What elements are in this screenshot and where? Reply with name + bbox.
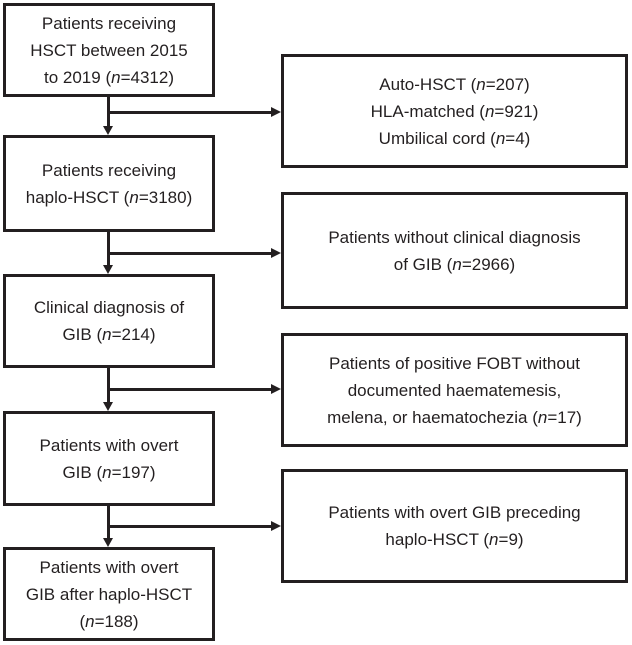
text-segment: Patients receiving	[41, 160, 177, 180]
text-segment: haplo-HSCT (	[25, 187, 130, 207]
text-segment: (	[79, 611, 86, 631]
box-text-line: GIB (n=214)	[62, 321, 155, 348]
n-italic: n	[129, 187, 139, 207]
text-segment: to 2019 (	[44, 67, 112, 87]
n-italic: n	[111, 67, 121, 87]
arrow-right-1-head-icon	[271, 106, 281, 117]
text-segment: =4)	[505, 128, 531, 148]
text-segment: =9)	[498, 530, 524, 549]
text-segment: =188)	[94, 611, 139, 631]
box-text-line: haplo-HSCT (n=3180)	[26, 184, 193, 211]
arrow-right-3-head-icon	[271, 383, 281, 394]
arrow-down-2-line	[107, 230, 110, 266]
n-italic: n	[85, 611, 95, 631]
n-italic: n	[102, 462, 112, 482]
box-text-line: documented haematemesis,	[348, 377, 562, 404]
flow-box-overt-gib: Patients with overt GIB (n=197)	[3, 411, 215, 506]
box-text-line: GIB (n=197)	[62, 459, 155, 486]
text-segment: =197)	[111, 462, 156, 482]
arrow-right-3-line	[107, 387, 272, 391]
box-text-line: melena, or haematochezia (n=17)	[327, 404, 582, 431]
arrow-down-2-head-icon	[103, 265, 113, 274]
box-text-line: Patients receiving	[42, 10, 176, 37]
box-text-line: Umbilical cord (n=4)	[379, 125, 531, 152]
box-text-line: Patients with overt	[40, 554, 179, 581]
box-text-line: HSCT between 2015	[30, 37, 188, 64]
text-segment: =214)	[111, 325, 156, 344]
text-segment: Patients with overt	[39, 435, 179, 455]
box-text-line: to 2019 (n=4312)	[44, 64, 174, 91]
exclusion-box-other-transplants: Auto-HSCT (n=207) HLA-matched (n=921) Um…	[281, 54, 628, 168]
box-text-line: haplo-HSCT (n=9)	[385, 526, 523, 553]
n-italic: n	[537, 407, 548, 427]
box-text-line: Patients with overt	[40, 432, 179, 459]
text-segment: Clinical diagnosis of	[33, 298, 185, 317]
box-text-line: Clinical diagnosis of	[34, 294, 184, 321]
text-segment: melena, or haematochezia (	[327, 407, 538, 427]
text-segment: documented haematemesis,	[347, 380, 562, 400]
box-text-line: of GIB (n=2966)	[394, 251, 515, 278]
exclusion-box-positive-fobt: Patients of positive FOBT without docume…	[281, 333, 628, 447]
text-segment: HLA-matched (	[370, 101, 485, 121]
text-segment: =207)	[485, 74, 530, 94]
n-italic: n	[495, 128, 506, 148]
arrow-down-3-head-icon	[103, 402, 113, 411]
arrow-down-3-line	[107, 366, 110, 403]
n-italic: n	[489, 530, 499, 549]
n-italic: n	[102, 325, 112, 344]
text-segment: Patients without clinical diagnosis	[328, 227, 581, 247]
arrow-down-4-head-icon	[103, 538, 113, 547]
text-segment: HSCT between 2015	[30, 40, 188, 60]
arrow-right-4-head-icon	[271, 520, 281, 531]
flow-box-hsct-2015-2019: Patients receiving HSCT between 2015 to …	[3, 3, 215, 97]
text-segment: =3180)	[138, 187, 193, 207]
n-italic: n	[476, 74, 486, 94]
arrow-right-1-line	[107, 110, 272, 114]
text-segment: Patients with overt	[39, 557, 179, 577]
flow-box-haplo-hsct: Patients receiving haplo-HSCT (n=3180)	[3, 135, 215, 232]
text-segment: GIB after haplo-HSCT	[25, 584, 193, 604]
text-segment: Auto-HSCT (	[379, 74, 477, 94]
text-segment: Umbilical cord (	[378, 128, 496, 148]
text-segment: =921)	[494, 101, 539, 121]
text-segment: =2966)	[461, 254, 516, 274]
n-italic: n	[452, 254, 462, 274]
text-segment: =4312)	[120, 67, 174, 87]
flow-box-overt-gib-after-haplo-hsct: Patients with overt GIB after haplo-HSCT…	[3, 547, 215, 641]
text-segment: GIB (	[62, 325, 103, 344]
arrow-down-1-head-icon	[103, 126, 113, 135]
box-text-line: HLA-matched (n=921)	[371, 98, 539, 125]
box-text-line: GIB after haplo-HSCT	[26, 581, 192, 608]
arrow-right-2-line	[107, 251, 272, 255]
text-segment: Patients of positive FOBT without	[328, 353, 581, 373]
box-text-line: Patients with overt GIB preceding	[328, 499, 580, 526]
exclusion-box-no-clinical-gib: Patients without clinical diagnosis of G…	[281, 192, 628, 309]
n-italic: n	[484, 101, 495, 121]
box-text-line: Auto-HSCT (n=207)	[379, 71, 529, 98]
box-text-line: (n=188)	[79, 608, 138, 635]
text-segment: Patients with overt GIB preceding	[328, 503, 581, 522]
box-text-line: Patients without clinical diagnosis	[328, 224, 580, 251]
arrow-right-2-head-icon	[271, 247, 281, 258]
box-text-line: Patients of positive FOBT without	[329, 350, 580, 377]
exclusion-box-gib-preceding-haplo: Patients with overt GIB preceding haplo-…	[281, 469, 628, 583]
text-segment: =17)	[547, 407, 582, 427]
text-segment: Patients receiving	[41, 13, 177, 33]
box-text-line: Patients receiving	[42, 157, 176, 184]
text-segment: GIB (	[62, 462, 103, 482]
arrow-down-4-line	[107, 504, 110, 539]
arrow-right-4-line	[107, 524, 272, 528]
text-segment: haplo-HSCT (	[385, 530, 490, 549]
text-segment: of GIB (	[393, 254, 453, 274]
flow-box-clinical-diagnosis-gib: Clinical diagnosis of GIB (n=214)	[3, 274, 215, 368]
